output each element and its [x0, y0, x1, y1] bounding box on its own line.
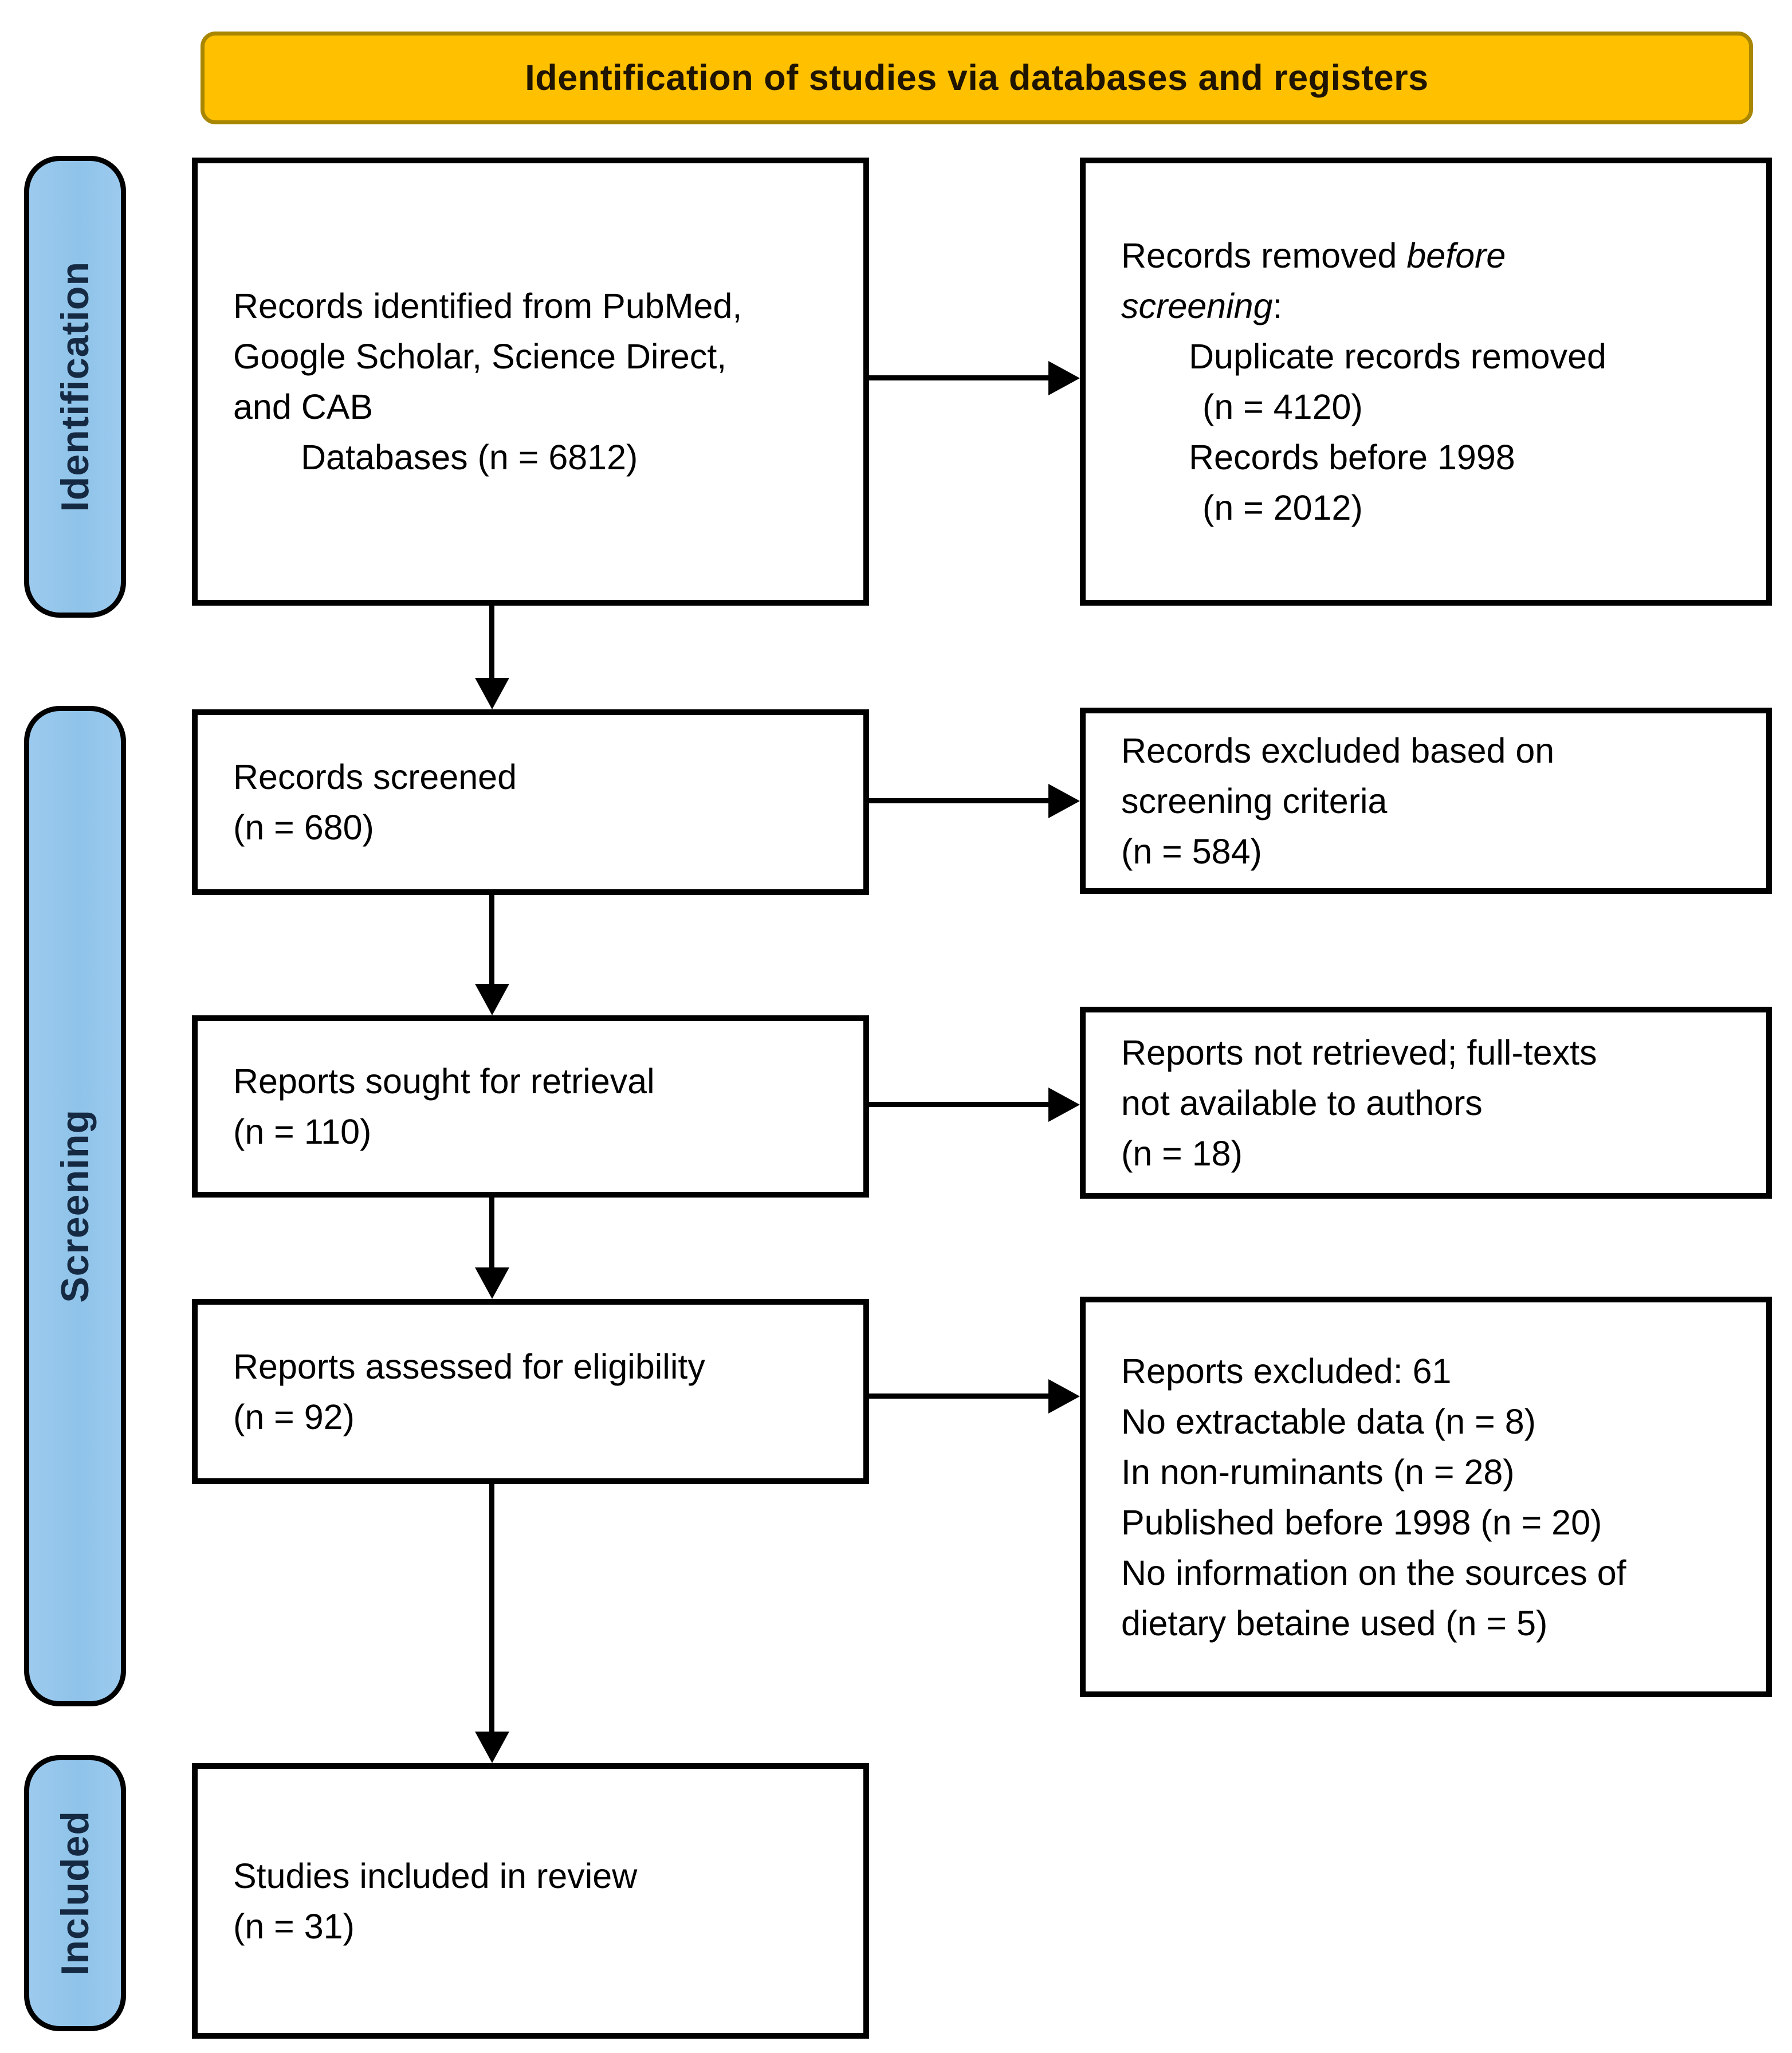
arrowhead-right-icon	[1048, 361, 1080, 395]
flow-box-records-screened: Records screened (n = 680)	[192, 709, 869, 895]
text-line: not available to authors	[1121, 1083, 1483, 1122]
arrowhead-down-icon	[475, 678, 509, 709]
text-line: Records excluded based on	[1121, 731, 1555, 770]
side-box-records-excluded: Records excluded based on screening crit…	[1080, 708, 1772, 894]
text-line: screening criteria	[1121, 781, 1388, 821]
text-line: Reports not retrieved; full-texts	[1121, 1033, 1597, 1072]
text-line: (n = 584)	[1121, 831, 1262, 871]
text-line: Records before 1998	[1189, 438, 1515, 477]
arrowhead-down-icon	[475, 1267, 509, 1299]
stage-label-identification-text: Identification	[53, 261, 97, 512]
arrow-shaft	[489, 895, 494, 986]
text-line: (n = 92)	[233, 1397, 355, 1436]
text-line: Google Scholar, Science Direct,	[233, 337, 727, 376]
text-segment-italic: screening	[1121, 286, 1273, 325]
arrow-shaft	[869, 1102, 1050, 1107]
header-banner: Identification of studies via databases …	[201, 32, 1753, 124]
side-box-reports-excluded: Reports excluded: 61 No extractable data…	[1080, 1297, 1772, 1697]
side-box-reports-not-retrieved: Reports not retrieved; full-texts not av…	[1080, 1007, 1772, 1199]
text-line: Published before 1998 (n = 20)	[1121, 1502, 1602, 1542]
text-line: Reports excluded: 61	[1121, 1351, 1452, 1391]
text-line: Reports sought for retrieval	[233, 1062, 655, 1101]
arrow-shaft	[869, 1393, 1050, 1399]
arrow-right-screened-to-excluded	[869, 784, 1080, 818]
text-line: (n = 18)	[1121, 1133, 1243, 1173]
flow-box-reports-assessed: Reports assessed for eligibility (n = 92…	[192, 1299, 869, 1484]
text-line: Records identified from PubMed,	[233, 286, 742, 325]
arrowhead-down-icon	[475, 984, 509, 1015]
text-line: In non-ruminants (n = 28)	[1121, 1452, 1515, 1491]
arrow-right-sought-to-not-retrieved	[869, 1088, 1080, 1122]
text-line: No information on the sources of	[1121, 1553, 1626, 1592]
text-line: Studies included in review	[233, 1856, 638, 1895]
text-line: Duplicate records removed	[1189, 337, 1606, 376]
side-box-records-removed-before-screening: Records removed before screening: Duplic…	[1080, 158, 1772, 606]
text-line: (n = 2012)	[1202, 488, 1363, 527]
arrow-shaft	[489, 1484, 494, 1733]
flow-box-studies-included: Studies included in review (n = 31)	[192, 1763, 869, 2039]
text-line: and CAB	[233, 387, 374, 426]
text-line: Records screened	[233, 757, 517, 796]
text-line: (n = 110)	[233, 1112, 372, 1151]
flow-box-records-identified: Records identified from PubMed, Google S…	[192, 158, 869, 606]
arrow-right-identified-to-removed	[869, 361, 1080, 395]
arrow-down-screened-to-sought	[475, 895, 509, 1015]
text-line: screening:	[1121, 281, 1746, 331]
arrow-down-identified-to-screened	[475, 606, 509, 709]
header-title: Identification of studies via databases …	[525, 58, 1429, 98]
stage-label-included-text: Included	[53, 1811, 97, 1976]
arrow-right-assessed-to-excluded	[869, 1379, 1080, 1414]
text-line: (n = 31)	[233, 1906, 355, 1946]
text-line: (n = 680)	[233, 808, 374, 847]
stage-label-included: Included	[24, 1755, 126, 2031]
arrow-down-sought-to-assessed	[475, 1198, 509, 1299]
arrow-shaft	[869, 798, 1050, 803]
text-line: (n = 4120)	[1202, 387, 1363, 426]
text-segment: Records removed	[1121, 236, 1407, 275]
flow-box-reports-sought: Reports sought for retrieval (n = 110)	[192, 1015, 869, 1198]
text-line: dietary betaine used (n = 5)	[1121, 1603, 1548, 1643]
text-segment-italic: before	[1406, 236, 1506, 275]
arrow-shaft	[869, 375, 1050, 380]
arrow-shaft	[489, 1198, 494, 1269]
arrow-down-assessed-to-included	[475, 1484, 509, 1763]
text-line: No extractable data (n = 8)	[1121, 1402, 1536, 1441]
text-line: Records removed before	[1121, 230, 1746, 281]
stage-label-screening: Screening	[24, 706, 126, 1706]
arrow-shaft	[489, 606, 494, 680]
stage-label-screening-text: Screening	[53, 1109, 97, 1303]
arrowhead-right-icon	[1048, 1088, 1080, 1122]
arrowhead-down-icon	[475, 1732, 509, 1763]
arrowhead-right-icon	[1048, 1379, 1080, 1414]
stage-label-identification: Identification	[24, 156, 126, 618]
text-segment: :	[1272, 286, 1283, 325]
text-line: Reports assessed for eligibility	[233, 1347, 705, 1386]
arrowhead-right-icon	[1048, 784, 1080, 818]
text-line: Databases (n = 6812)	[301, 438, 638, 477]
